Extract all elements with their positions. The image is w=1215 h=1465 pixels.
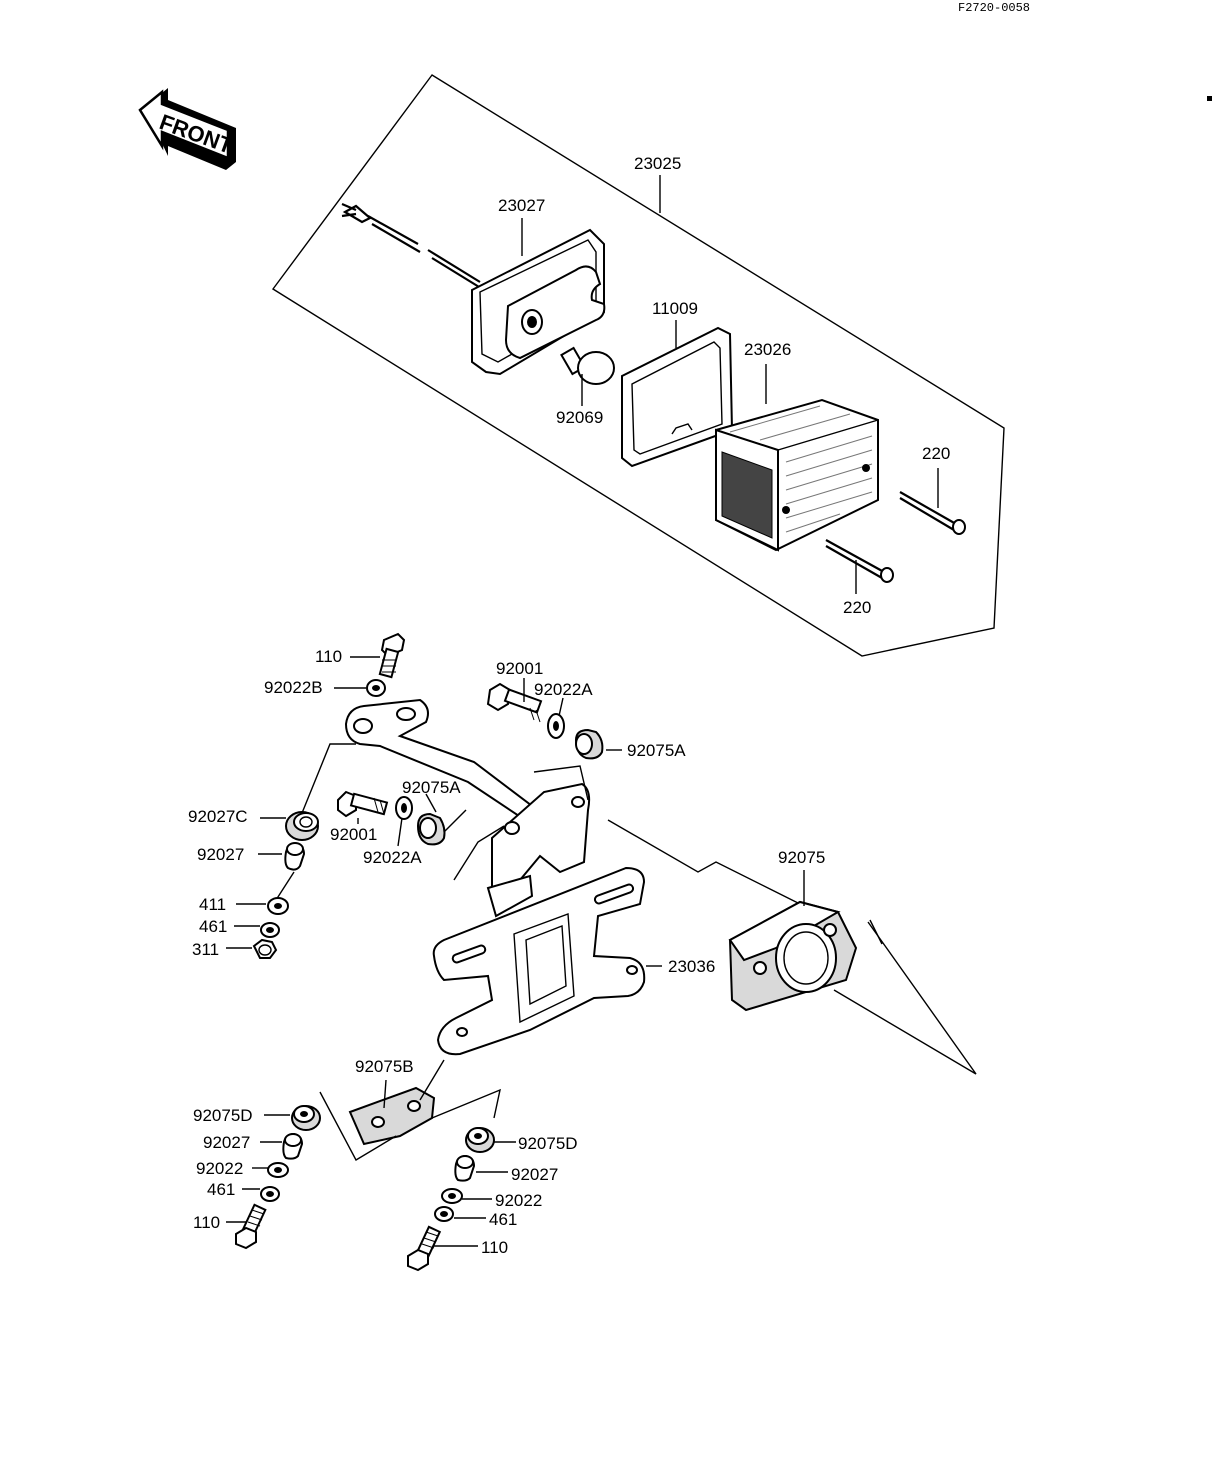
washer-92022-left <box>267 1162 289 1178</box>
label-92075D-right: 92075D <box>518 1134 578 1153</box>
label-461-left: 461 <box>207 1180 235 1199</box>
label-23027: 23027 <box>498 196 545 215</box>
lens-23026 <box>715 398 879 552</box>
collar-92075D-left <box>291 1105 321 1131</box>
label-23026: 23026 <box>744 340 791 359</box>
gasket-11009 <box>621 326 734 468</box>
washer-92022A-left <box>395 796 413 820</box>
label-23025: 23025 <box>634 154 681 173</box>
document-code: F2720-0058 <box>958 1 1030 15</box>
label-92001-right: 92001 <box>496 659 543 678</box>
label-92022A-left: 92022A <box>363 848 422 867</box>
plate-bracket-23036 <box>432 866 646 1056</box>
collar-92027-right <box>454 1154 476 1182</box>
label-92022B: 92022B <box>264 678 323 697</box>
label-92027-left: 92027 <box>203 1133 250 1152</box>
label-92001-left: 92001 <box>330 825 377 844</box>
washer-461-upper <box>260 922 280 938</box>
washer-92022-right <box>441 1188 463 1204</box>
front-arrow-icon: FRONT <box>138 88 237 170</box>
washer-92022B <box>366 679 386 697</box>
label-92027-right: 92027 <box>511 1165 558 1184</box>
label-92027-upper: 92027 <box>197 845 244 864</box>
nut-311 <box>252 938 278 959</box>
collar-92027-upper <box>284 842 306 871</box>
label-92075B: 92075B <box>355 1057 414 1076</box>
label-220-top: 220 <box>922 444 950 463</box>
housing-92075 <box>728 900 858 1012</box>
taillight-assembly-outline <box>271 74 1005 657</box>
bulb-92069 <box>560 346 615 385</box>
bracket <box>344 698 591 898</box>
lamp-base-23027 <box>471 228 606 376</box>
washer-411 <box>267 897 289 915</box>
screw-220-lower <box>825 539 894 583</box>
label-411: 411 <box>199 895 226 914</box>
label-92075D-left: 92075D <box>193 1106 253 1125</box>
bolt-110-right <box>407 1225 442 1272</box>
label-220-bottom: 220 <box>843 598 871 617</box>
label-92069: 92069 <box>556 408 603 427</box>
label-92022-left: 92022 <box>196 1159 243 1178</box>
label-92075: 92075 <box>778 848 825 867</box>
label-92027C: 92027C <box>188 807 248 826</box>
label-461-upper: 461 <box>199 917 227 936</box>
bolt-110-left <box>235 1203 267 1250</box>
label-461-right: 461 <box>489 1210 517 1229</box>
collar-92075D-right <box>465 1127 495 1153</box>
wire-harness <box>341 202 485 291</box>
collar-92075A-mid <box>416 812 446 846</box>
label-110-right: 110 <box>481 1238 508 1257</box>
bolt-92001-right <box>486 682 543 723</box>
label-92022-right: 92022 <box>495 1191 542 1210</box>
collar-92027-left <box>282 1132 304 1160</box>
grommet-92027C <box>285 811 319 841</box>
screw-220-upper <box>899 491 966 535</box>
bolt-92001-left <box>337 790 389 818</box>
washer-92022A-right <box>547 713 565 739</box>
margin-mark <box>1207 96 1212 101</box>
washer-461-left <box>260 1186 280 1202</box>
label-11009: 11009 <box>652 299 698 318</box>
label-23036: 23036 <box>668 957 715 976</box>
label-311: 311 <box>192 940 219 959</box>
collar-92075A-right <box>574 728 604 760</box>
label-110-top: 110 <box>315 647 342 666</box>
label-92075A-mid: 92075A <box>402 778 461 797</box>
label-92075A-right: 92075A <box>627 741 686 760</box>
washer-461-right <box>434 1206 454 1222</box>
bolt-110-top <box>378 632 406 679</box>
label-110-left: 110 <box>193 1213 220 1232</box>
label-92022A-right: 92022A <box>534 680 593 699</box>
